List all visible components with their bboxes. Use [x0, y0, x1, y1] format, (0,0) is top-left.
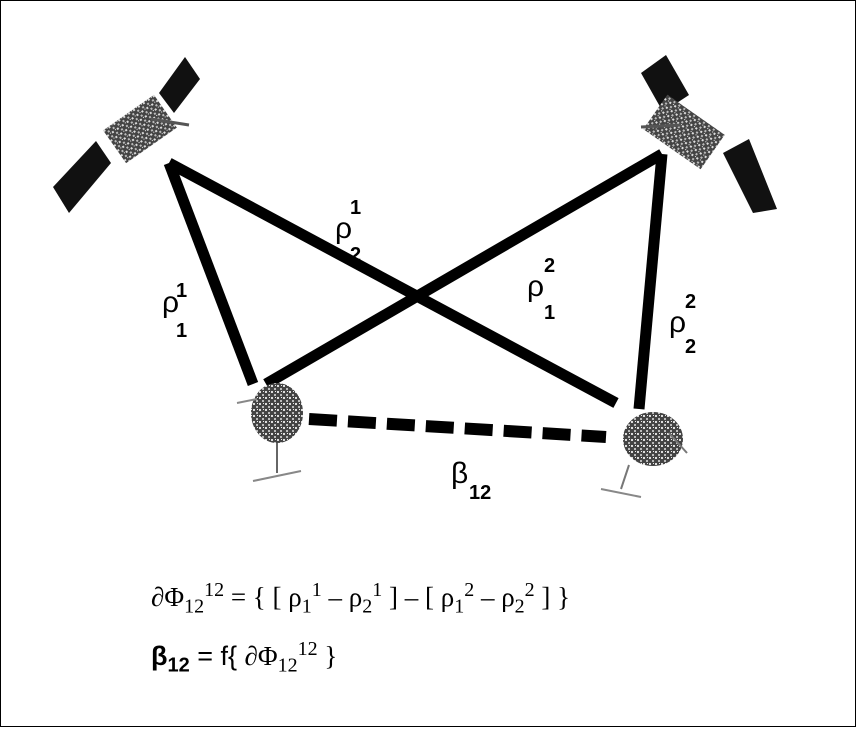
eq1-term: = { [ ρ: [224, 582, 302, 612]
eq1-term: – ρ: [474, 582, 515, 612]
eq1-sup: 12: [204, 579, 225, 601]
eq1-term: – ρ: [321, 582, 363, 612]
satellite-right-icon: [640, 55, 777, 213]
label-rho-2-1-sub: 2: [350, 244, 361, 266]
label-rho-1-1-sup: 1: [176, 280, 187, 302]
eq1-term-sup: 2: [524, 579, 535, 601]
eq1-partial: ∂Φ: [151, 582, 185, 612]
eq1-term-sub: 2: [362, 595, 373, 618]
baseline-dashed: [308, 413, 607, 443]
satellite-left-icon: [53, 57, 200, 213]
eq2-beta-sub: 12: [167, 654, 190, 677]
eq1-term-sup: 1: [372, 579, 383, 601]
label-rho-1-2-base: ρ: [527, 270, 544, 303]
label-rho-2-2-sup: 2: [685, 291, 696, 313]
label-rho-2-1: ρ 1 2: [335, 197, 361, 266]
eq1-term-sup: 1: [311, 579, 322, 601]
equation-1: ∂Φ1212 = { [ ρ11 – ρ21 ] – [ ρ12 – ρ22 ]…: [151, 579, 570, 618]
eq1-rhs: = { [ ρ11 – ρ21 ] – [ ρ12 – ρ22 ] }: [224, 579, 571, 617]
eq1-term: ] }: [534, 582, 571, 612]
eq2-end: }: [317, 641, 338, 671]
label-rho-1-2: ρ 2 1: [527, 255, 555, 324]
range-rho-1-2: [263, 149, 665, 389]
label-rho-2-1-sup: 1: [350, 197, 361, 219]
label-beta-base: β: [451, 457, 468, 490]
eq2-beta: β: [151, 641, 168, 671]
label-rho-2-1-base: ρ: [335, 212, 352, 245]
label-rho-1-2-sub: 1: [544, 302, 555, 324]
eq2-partial: ∂Φ: [244, 641, 278, 671]
label-rho-2-2-sub: 2: [685, 336, 696, 358]
range-rho-2-2: [633, 153, 668, 410]
receiver-right-icon: [600, 412, 688, 498]
range-rho-1-1: [163, 161, 259, 386]
label-rho-2-2: ρ 2 2: [669, 291, 696, 358]
label-rho-1-1-sub: 1: [176, 320, 187, 342]
range-rho-2-1: [166, 158, 619, 408]
eq2-mid: = f{: [189, 641, 245, 671]
label-rho-1-1: ρ 1 1: [162, 280, 187, 342]
eq1-term: ] – [ ρ: [382, 582, 455, 612]
eq2-sub: 12: [277, 654, 298, 677]
equation-2: β12 = f{ ∂Φ1212 }: [151, 638, 337, 677]
label-beta-sub: 12: [469, 482, 491, 504]
label-rho-1-2-sup: 2: [544, 255, 555, 277]
eq1-term-sub: 1: [454, 595, 465, 618]
eq1-term-sub: 2: [514, 595, 525, 618]
eq2-sup: 12: [297, 638, 318, 660]
label-beta-12: β 12: [451, 457, 491, 504]
label-rho-1-1-base: ρ: [162, 286, 179, 319]
label-rho-2-2-base: ρ: [669, 306, 686, 339]
receiver-left-icon: [236, 383, 303, 482]
eq1-term-sub: 1: [301, 595, 312, 618]
eq1-term-sup: 2: [464, 579, 475, 601]
eq1-sub: 12: [184, 595, 205, 618]
